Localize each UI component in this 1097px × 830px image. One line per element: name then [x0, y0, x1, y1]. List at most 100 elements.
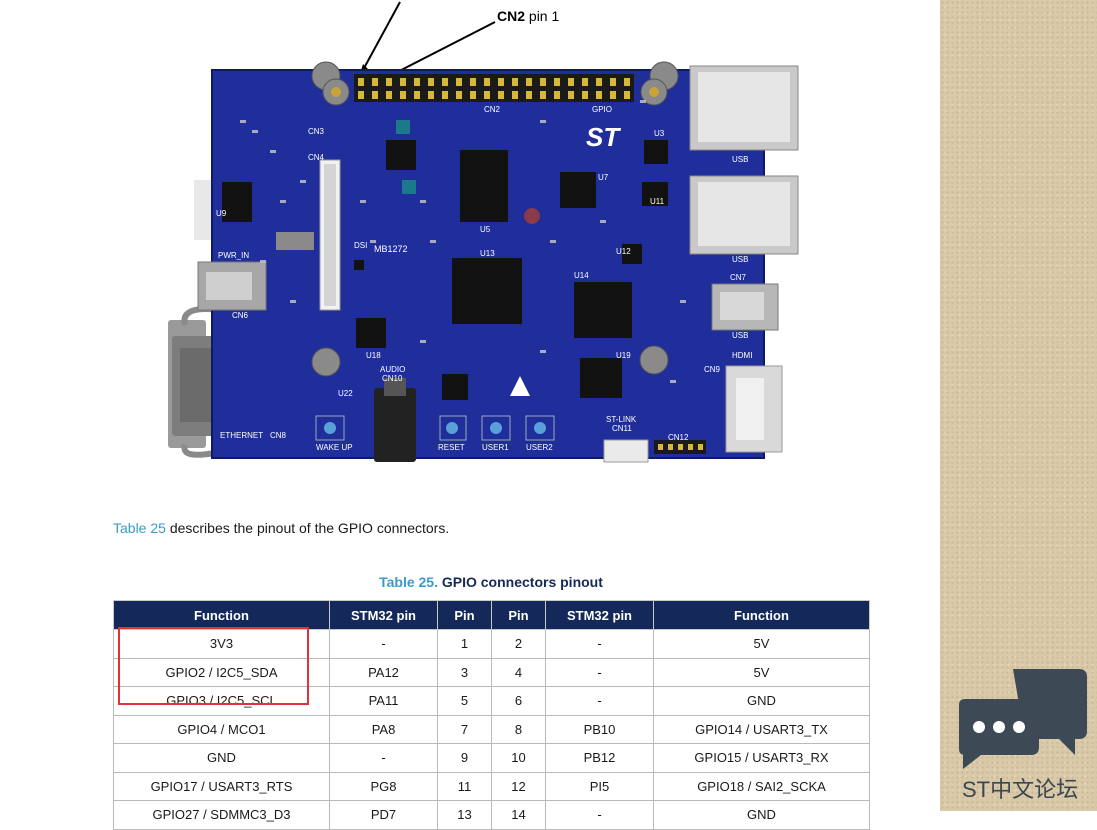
header-stm32-pin-right: STM32 pin	[545, 600, 654, 630]
svg-text:U14: U14	[574, 271, 589, 280]
svg-text:U22: U22	[338, 389, 353, 398]
table-cell: 14	[491, 800, 546, 830]
chip-u14	[574, 282, 632, 338]
board-figure: ST CN2 GPIO USB USB USB CN7 HDMI CN9 PWR…	[160, 0, 808, 480]
svg-text:AUDIO: AUDIO	[380, 365, 405, 374]
highlight-box	[118, 627, 309, 705]
table-cell: 5	[437, 686, 492, 716]
svg-text:U19: U19	[616, 351, 631, 360]
table-cell: 5V	[653, 629, 870, 659]
svg-text:USER2: USER2	[526, 443, 553, 452]
table-cell: 2	[491, 629, 546, 659]
svg-text:U12: U12	[616, 247, 631, 256]
svg-text:ST-LINK: ST-LINK	[606, 415, 637, 424]
esd-warning-icon	[510, 376, 530, 396]
table-header-row: Function STM32 pin Pin Pin STM32 pin Fun…	[113, 600, 870, 630]
chip-u5	[460, 150, 508, 222]
table-cell: -	[545, 686, 654, 716]
table-25-link[interactable]: Table 25	[113, 520, 166, 536]
table-cell: 13	[437, 800, 492, 830]
svg-text:CN9: CN9	[704, 365, 721, 374]
table-cell: 8	[491, 714, 546, 744]
svg-text:U18: U18	[366, 351, 381, 360]
forum-watermark-text: ST中文论坛	[962, 777, 1079, 802]
svg-text:USB: USB	[732, 331, 748, 340]
table-cell: GPIO17 / USART3_RTS	[113, 771, 330, 801]
svg-text:CN10: CN10	[382, 374, 403, 383]
header-function-right: Function	[653, 600, 870, 630]
svg-text:CN8: CN8	[270, 431, 287, 440]
header-pin-right: Pin	[491, 600, 546, 630]
table-cell: GND	[113, 743, 330, 773]
chip-u19	[580, 358, 622, 398]
svg-text:MB1272: MB1272	[374, 244, 408, 254]
header-stm32-pin-left: STM32 pin	[329, 600, 438, 630]
svg-text:CN2: CN2	[484, 105, 501, 114]
svg-text:WAKE UP: WAKE UP	[316, 443, 353, 452]
svg-text:USB: USB	[732, 255, 748, 264]
svg-text:CN3: CN3	[308, 127, 325, 136]
table-cell: PA11	[329, 686, 438, 716]
document-page: CN2 pin 1	[113, 0, 870, 830]
table-cell: GPIO14 / USART3_TX	[653, 714, 870, 744]
svg-text:CN6: CN6	[232, 311, 249, 320]
svg-text:USB: USB	[732, 155, 748, 164]
header-function-left: Function	[113, 600, 330, 630]
table-cell: 3	[437, 657, 492, 687]
svg-text:CN4: CN4	[308, 153, 325, 162]
table-cell: 3V3	[113, 629, 330, 659]
svg-text:HDMI: HDMI	[732, 351, 752, 360]
table-cell: -	[329, 629, 438, 659]
gpio-header-cn2	[354, 74, 634, 102]
svg-text:CN11: CN11	[612, 424, 632, 433]
table-cell: GPIO4 / MCO1	[113, 714, 330, 744]
svg-text:USER1: USER1	[482, 443, 509, 452]
svg-text:ST: ST	[586, 122, 621, 152]
table-cell: -	[329, 743, 438, 773]
table-caption: Table 25. GPIO connectors pinout	[379, 574, 603, 590]
table-cell: GPIO18 / SAI2_SCKA	[653, 771, 870, 801]
table-cell: -	[545, 800, 654, 830]
table-cell: PA12	[329, 657, 438, 687]
forum-chat-icon	[955, 663, 1089, 778]
table-cell: 6	[491, 686, 546, 716]
svg-text:PWR_IN: PWR_IN	[218, 251, 249, 260]
table-cell: 4	[491, 657, 546, 687]
table-cell: PI5	[545, 771, 654, 801]
svg-text:ETHERNET: ETHERNET	[220, 431, 263, 440]
table-cell: 1	[437, 629, 492, 659]
svg-text:CN7: CN7	[730, 273, 747, 282]
svg-text:U11: U11	[650, 197, 665, 206]
chip-u13	[452, 258, 522, 324]
table-cell: -	[545, 657, 654, 687]
table-cell: 7	[437, 714, 492, 744]
svg-text:U7: U7	[598, 173, 609, 182]
svg-text:U3: U3	[654, 129, 665, 138]
audio-jack	[374, 388, 416, 462]
table-cell: GPIO2 / I2C5_SDA	[113, 657, 330, 687]
svg-text:DSI: DSI	[354, 241, 367, 250]
svg-text:U9: U9	[216, 209, 227, 218]
cn2-pin1-callout: CN2 pin 1	[497, 8, 560, 24]
table-cell: PB12	[545, 743, 654, 773]
usb-connectors	[689, 65, 799, 331]
header-pin-left: Pin	[437, 600, 492, 630]
table-cell: -	[545, 629, 654, 659]
push-buttons	[324, 422, 546, 434]
svg-text:U13: U13	[480, 249, 495, 258]
svg-text:RESET: RESET	[438, 443, 465, 452]
lead-paragraph: Table 25 describes the pinout of the GPI…	[113, 520, 450, 536]
table-cell: GND	[653, 686, 870, 716]
table-cell: PA8	[329, 714, 438, 744]
svg-text:CN12: CN12	[668, 433, 689, 442]
table-cell: GPIO27 / SDMMC3_D3	[113, 800, 330, 830]
hdmi-connector	[725, 365, 783, 453]
table-cell: GPIO15 / USART3_RX	[653, 743, 870, 773]
svg-text:GPIO: GPIO	[592, 105, 612, 114]
